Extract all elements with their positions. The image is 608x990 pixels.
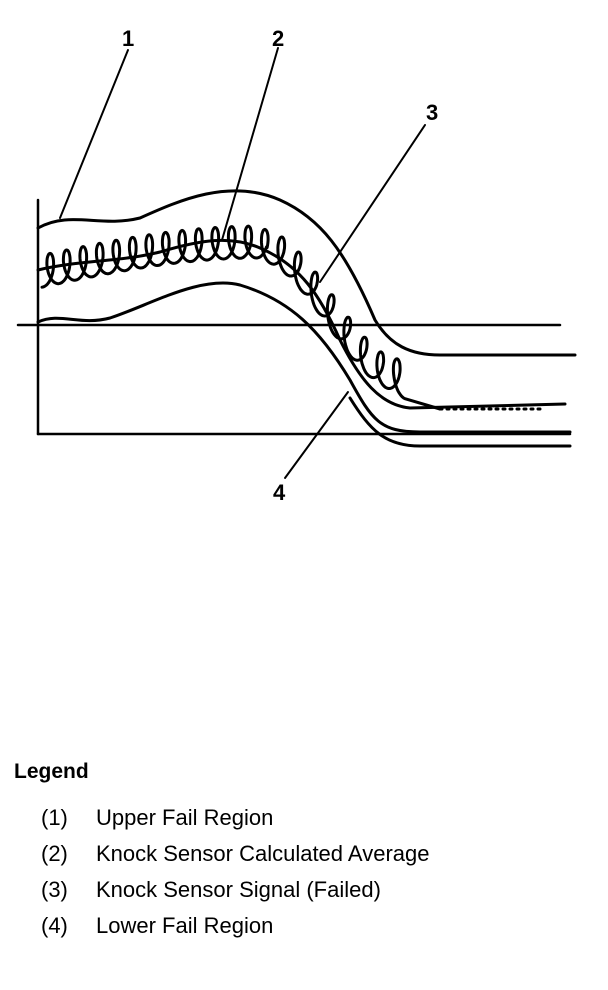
upper-fail-curve: [36, 189, 577, 357]
callout-2: 2: [272, 26, 284, 51]
legend-item-number: (3): [41, 877, 68, 902]
legend-item-label: Lower Fail Region: [96, 913, 274, 938]
legend-item-label: Knock Sensor Calculated Average: [96, 841, 430, 866]
legend: Legend (1) Upper Fail Region (2) Knock S…: [14, 760, 594, 944]
callout-4-leader: [284, 391, 349, 479]
calculated-average-curve: [36, 238, 567, 410]
callout-1-leader: [59, 49, 129, 219]
legend-item: (2) Knock Sensor Calculated Average: [14, 836, 594, 872]
legend-item-number: (4): [41, 913, 68, 938]
callout-3-leader: [319, 124, 426, 283]
callout-4: 4: [273, 480, 286, 505]
legend-item: (4) Lower Fail Region: [14, 908, 594, 944]
legend-item-label: Knock Sensor Signal (Failed): [96, 877, 381, 902]
callout-1: 1: [122, 26, 134, 51]
knock-sensor-signal-curve: [40, 224, 442, 411]
legend-item: (1) Upper Fail Region: [14, 800, 594, 836]
knock-sensor-diagram: 1 2 3 4: [16, 26, 577, 505]
lower-fail-curve: [36, 281, 572, 434]
lower-outer-curve: [348, 396, 572, 448]
legend-item-number: (2): [41, 841, 68, 866]
callout-3: 3: [426, 100, 438, 125]
legend-item: (3) Knock Sensor Signal (Failed): [14, 872, 594, 908]
callout-2-leader: [221, 47, 279, 241]
legend-item-number: (1): [41, 805, 68, 830]
legend-title: Legend: [14, 760, 89, 783]
legend-item-label: Upper Fail Region: [96, 805, 274, 830]
